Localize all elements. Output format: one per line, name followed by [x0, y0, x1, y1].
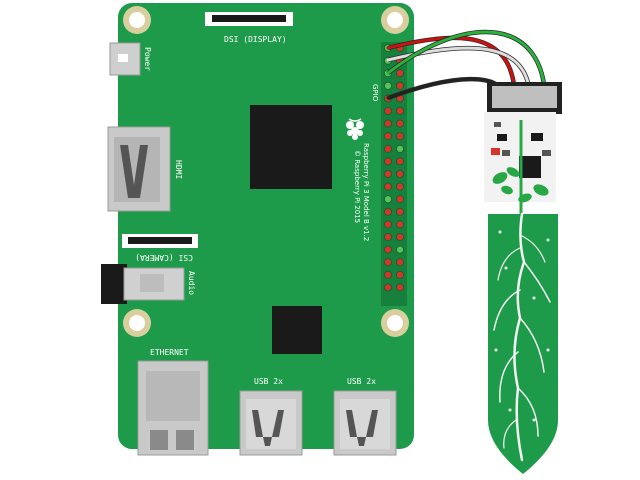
- gpio-pin: [395, 220, 404, 229]
- ethernet-port: [137, 360, 209, 456]
- usb-port-2: [333, 390, 397, 456]
- raspberry-pi-board: DSI (DISPLAY) Power HDMI Raspberry Pi 3: [101, 3, 414, 456]
- gpio-pin: [395, 245, 404, 254]
- usb-port-1: [239, 390, 303, 456]
- soil-moisture-sensor: [484, 82, 562, 474]
- usb1-label: USB 2x: [254, 377, 283, 386]
- gpio-pin: [395, 283, 404, 292]
- gpio-pin: [383, 232, 392, 241]
- wire: [386, 36, 517, 102]
- csi-label: CSI (CAMERA): [135, 253, 193, 262]
- gpio-pin: [395, 119, 404, 128]
- gpio-pin: [383, 182, 392, 191]
- gpio-pin: [383, 119, 392, 128]
- model-label: Raspberry Pi 3 Model B v1.2: [362, 143, 370, 241]
- csi-connector: [122, 234, 198, 248]
- audio-label: Audio: [187, 271, 196, 295]
- gpio-pin: [383, 132, 392, 141]
- mounting-hole: [123, 309, 151, 337]
- gpio-pin: [395, 69, 404, 78]
- gpio-pin: [383, 144, 392, 153]
- gpio-pin: [383, 157, 392, 166]
- mounting-hole: [381, 6, 409, 34]
- audio-jack: [101, 264, 185, 304]
- dsi-label: DSI (DISPLAY): [224, 35, 287, 44]
- gpio-pin: [383, 195, 392, 204]
- power-label: Power: [143, 47, 152, 71]
- gpio-pin: [395, 258, 404, 267]
- gpio-pin: [395, 132, 404, 141]
- gpio-pin: [395, 270, 404, 279]
- usb-controller-chip: [272, 306, 322, 354]
- soc-chip: [250, 105, 332, 189]
- sensor-probe: [488, 214, 558, 474]
- gpio-pin: [395, 232, 404, 241]
- raspberry-logo-icon: [346, 118, 364, 140]
- pcb: [118, 3, 414, 449]
- gpio-pin: [383, 283, 392, 292]
- gpio-pin: [383, 258, 392, 267]
- gpio-pin: [395, 81, 404, 90]
- ethernet-label: ETHERNET: [150, 348, 189, 357]
- mounting-hole: [123, 6, 151, 34]
- copyright-label: © Raspberry Pi 2015: [353, 150, 361, 223]
- gpio-pin: [395, 169, 404, 178]
- gpio-pin: [383, 81, 392, 90]
- gpio-header: [381, 42, 407, 306]
- gpio-pin: [383, 220, 392, 229]
- gpio-pin: [383, 169, 392, 178]
- gpio-pin: [395, 207, 404, 216]
- gpio-pin: [395, 107, 404, 116]
- gpio-pin: [383, 270, 392, 279]
- hdmi-label: HDMI: [174, 160, 183, 179]
- hdmi-port: [107, 126, 171, 212]
- gpio-pin: [395, 157, 404, 166]
- gpio-pin: [383, 107, 392, 116]
- sensor-chip: [519, 156, 541, 178]
- gpio-pin: [395, 182, 404, 191]
- gpio-pin: [383, 245, 392, 254]
- gpio-label: GPIO: [371, 84, 379, 102]
- dsi-connector: [205, 12, 293, 26]
- wire: [386, 30, 547, 102]
- power-connector: [109, 42, 141, 76]
- gpio-pin: [395, 144, 404, 153]
- gpio-pin: [383, 207, 392, 216]
- gpio-pin: [395, 195, 404, 204]
- roots-graphic: [493, 212, 551, 462]
- mounting-hole: [381, 309, 409, 337]
- root-dots: [494, 230, 550, 422]
- usb2-label: USB 2x: [347, 377, 376, 386]
